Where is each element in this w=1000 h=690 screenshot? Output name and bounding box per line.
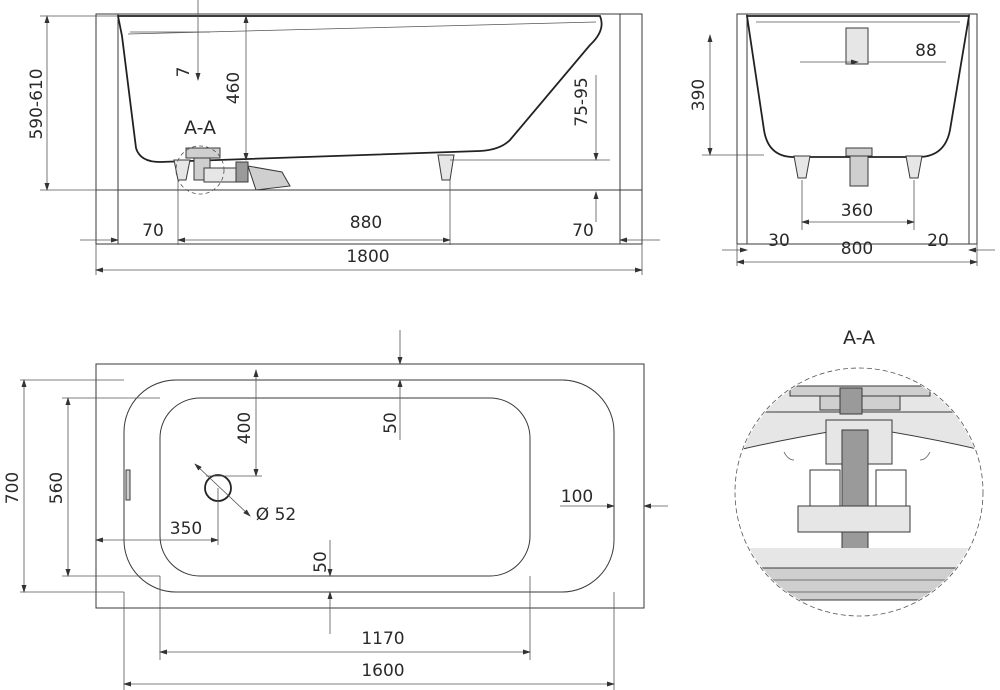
dim-drain-pos: 400 — [235, 412, 255, 444]
dim-total-length: 1800 — [346, 247, 389, 267]
plan-inner-rim — [123, 379, 615, 593]
overflow-pipe — [845, 27, 869, 65]
section-label-detail: A-A — [843, 327, 875, 349]
leg-left — [173, 159, 191, 181]
dim-right-70: 70 — [572, 221, 594, 241]
dim-leg-75-95: 75-95 — [572, 77, 592, 126]
detail-circle — [734, 367, 984, 617]
plan-outer-rim — [95, 363, 645, 609]
dim-outer-width: 700 — [3, 472, 23, 504]
dim-drain-dia: Ø 52 — [256, 505, 296, 525]
dim-depth-7: 7 — [174, 67, 194, 78]
overflow-slot — [125, 469, 131, 501]
dim-leg-spacing: 880 — [350, 213, 382, 233]
dim-drain-x: 350 — [170, 519, 202, 539]
dim-rim-top: 50 — [381, 412, 401, 434]
tub-side-shell — [116, 15, 603, 163]
dim-plan-length: 1600 — [361, 661, 404, 681]
plan-view: 700 560 400 50 Ø 52 350 50 100 1170 1600 — [3, 330, 668, 690]
dim-left-30: 30 — [768, 231, 790, 251]
dim-height-range: 590-610 — [27, 68, 47, 139]
dim-width-800: 800 — [841, 239, 873, 259]
dim-inner-length: 1170 — [361, 629, 404, 649]
drain-assembly-side — [175, 145, 291, 195]
side-view: 590-610 7 460 75-95 A-A 70 880 70 1800 — [27, 0, 660, 275]
dim-end-leg-spacing: 360 — [841, 201, 873, 221]
dim-depth-460: 460 — [224, 72, 244, 104]
end-view: 88 390 360 30 800 20 — [689, 13, 995, 266]
dim-rim-bottom: 50 — [311, 551, 331, 573]
dim-drain-offset: 88 — [915, 41, 937, 61]
dim-inner-width: 560 — [47, 472, 67, 504]
drain-end-view — [849, 155, 869, 187]
side-panel-outline — [95, 13, 643, 245]
leg-right — [437, 154, 455, 181]
dim-rim-right: 100 — [561, 487, 593, 507]
dim-left-70: 70 — [142, 221, 164, 241]
section-label-top: A-A — [184, 117, 216, 139]
end-panel-outline — [736, 13, 978, 245]
detail-section: A-A — [734, 327, 984, 617]
dim-depth-390: 390 — [689, 79, 709, 111]
plan-basin — [159, 397, 531, 577]
dim-right-20: 20 — [927, 231, 949, 251]
